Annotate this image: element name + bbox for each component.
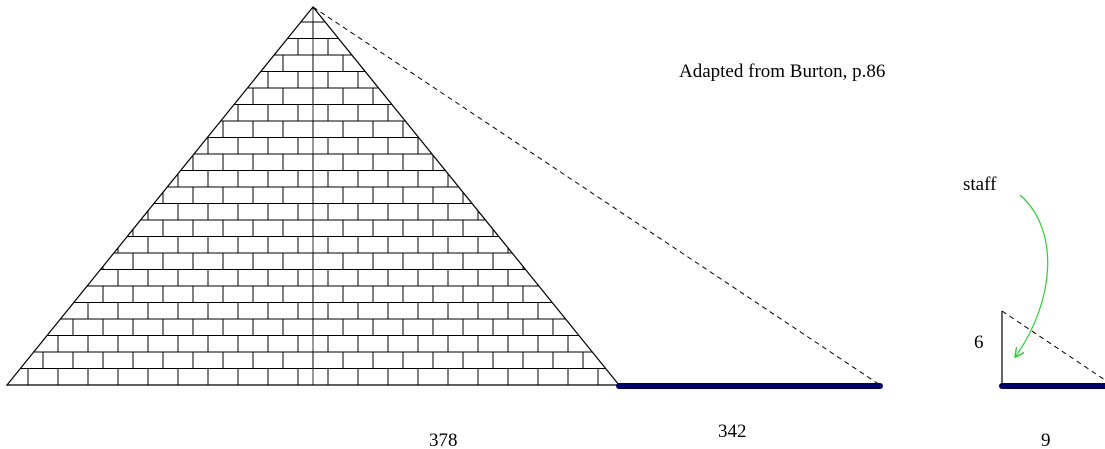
staff-label: staff — [963, 174, 997, 195]
pyramid-bricks — [7, 21, 619, 385]
staff-ray-line — [1001, 310, 1105, 381]
shadow-length-label: 342 — [718, 421, 747, 442]
sun-ray-line — [312, 6, 881, 386]
staff-arrow — [1016, 194, 1049, 356]
pyramid-base-label: 378 — [429, 430, 458, 449]
caption-text: Adapted from Burton, p.86 — [679, 61, 885, 82]
staff-shadow-label: 9 — [1041, 430, 1051, 449]
staff-height-label: 6 — [974, 332, 984, 353]
